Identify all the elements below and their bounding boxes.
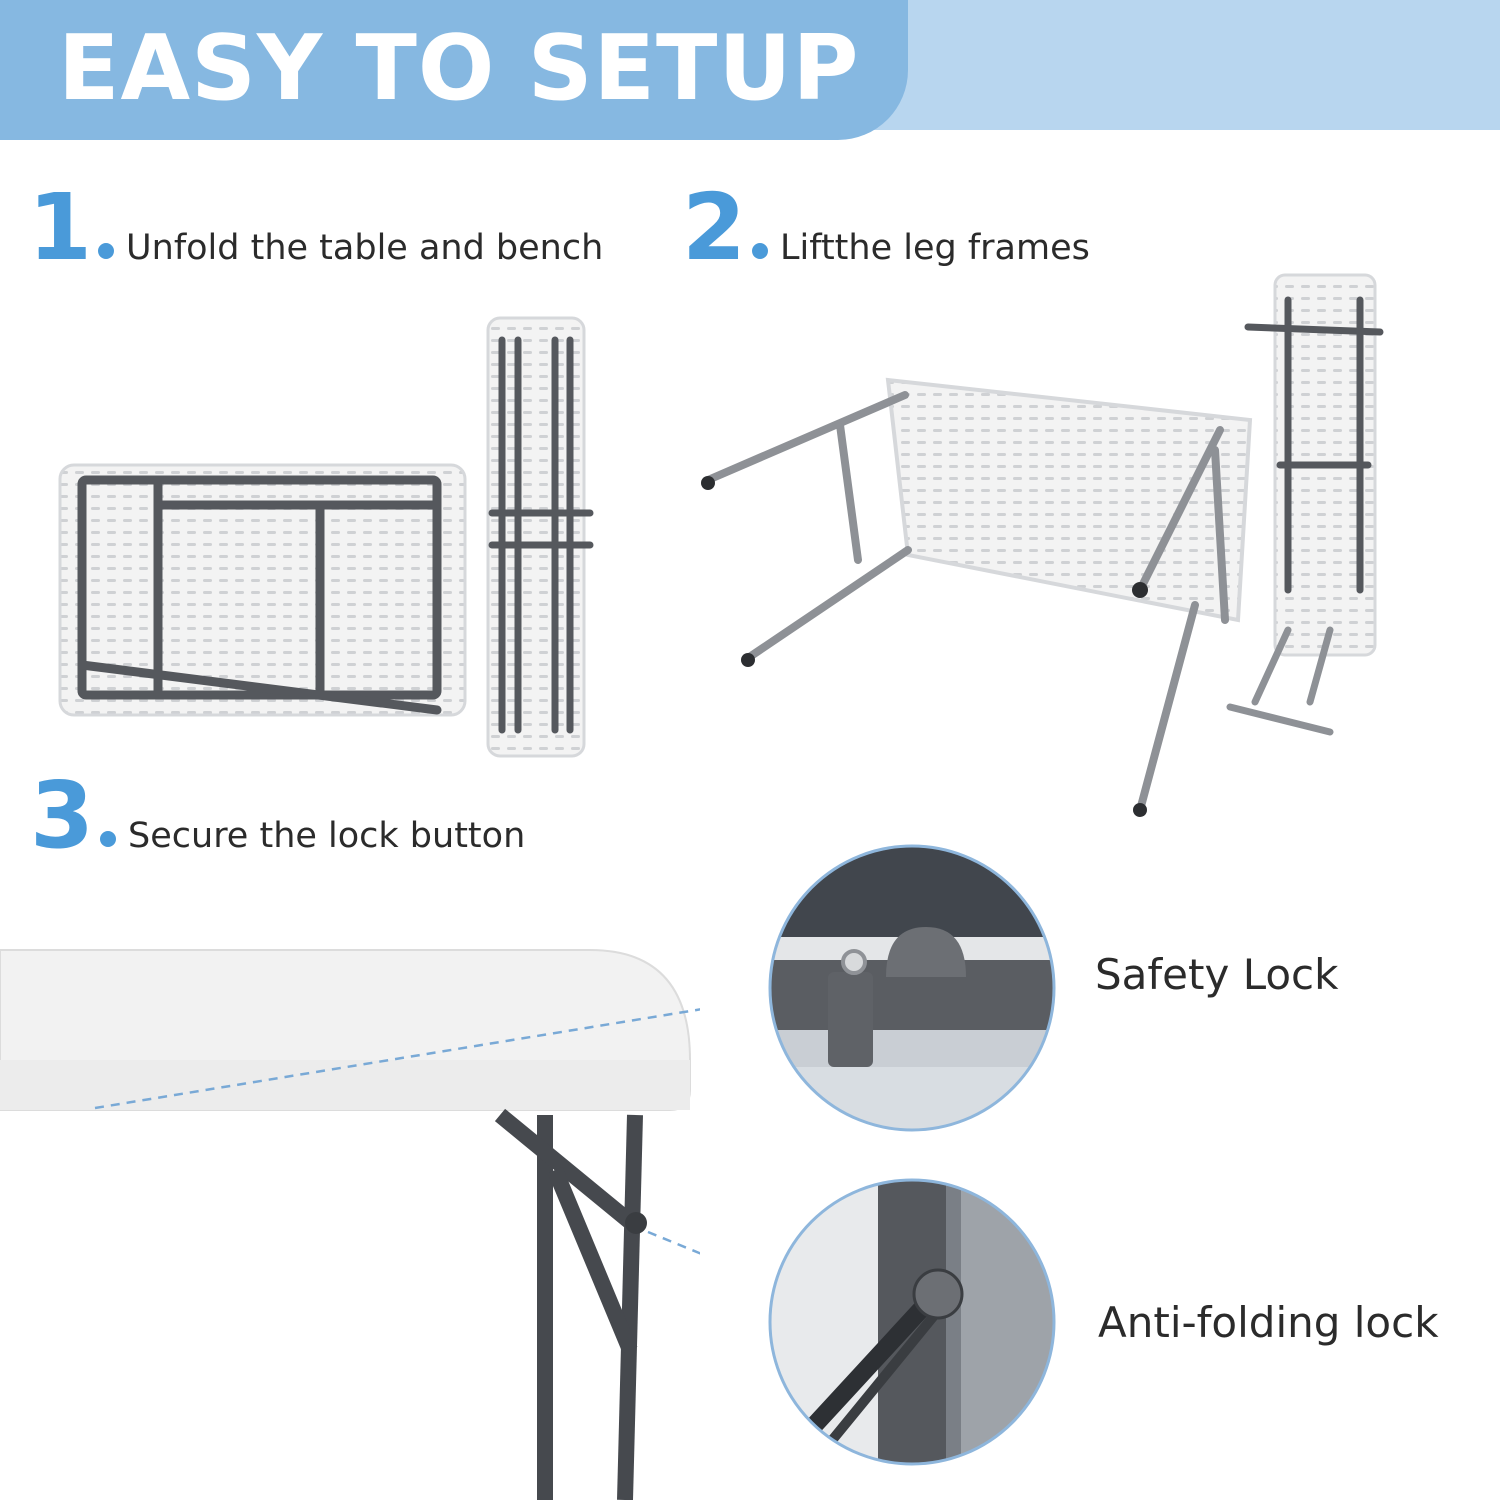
- standing-bench-frame: [1244, 296, 1384, 594]
- step-3-dot: [100, 831, 117, 847]
- step-2-dot: [752, 243, 769, 259]
- step-2-text: Liftthe leg frames: [780, 228, 1090, 268]
- safety-lock-label: Safety Lock: [1095, 950, 1339, 999]
- upturned-table-top: [885, 377, 1253, 623]
- bench-legs: [1226, 626, 1334, 736]
- bench-leg-frame: [488, 336, 594, 734]
- step-3: 3 Secure the lock button: [30, 766, 525, 866]
- anti-folding-lock-label: Anti-folding lock: [1098, 1298, 1439, 1347]
- bench-top: [486, 316, 586, 758]
- step-3-text: Secure the lock button: [128, 816, 526, 856]
- step-2-number: 2: [682, 174, 747, 281]
- lifted-legs: [704, 391, 1229, 814]
- header-banner: [0, 0, 908, 140]
- legs-lifted-illustration: [701, 273, 1384, 817]
- step-1-number: 1: [28, 174, 93, 281]
- anti-folding-lock-detail-circle: [768, 1178, 1056, 1466]
- step-3-number: 3: [30, 762, 95, 869]
- anti-folding-lock-pivot: [625, 1212, 647, 1234]
- safety-lock-detail-circle: [768, 844, 1056, 1132]
- safety-lock-callout-line: [94, 1008, 700, 1110]
- leg-caps: [701, 476, 1148, 817]
- table-legs: [494, 1108, 646, 1500]
- anti-folding-callout-line: [647, 1230, 700, 1255]
- step-2: 2 Liftthe leg frames: [682, 178, 1090, 278]
- step-1: 1 Unfold the table and bench: [28, 178, 603, 278]
- table-edge-shadow: [0, 1060, 690, 1110]
- table-leg-frame: [77, 475, 442, 715]
- step-1-text: Unfold the table and bench: [126, 228, 604, 268]
- assembled-table-illustration: [0, 949, 700, 1500]
- page-title: EASY TO SETUP: [58, 16, 860, 121]
- folded-table-illustration: [58, 316, 594, 758]
- step-1-dot: [98, 243, 115, 259]
